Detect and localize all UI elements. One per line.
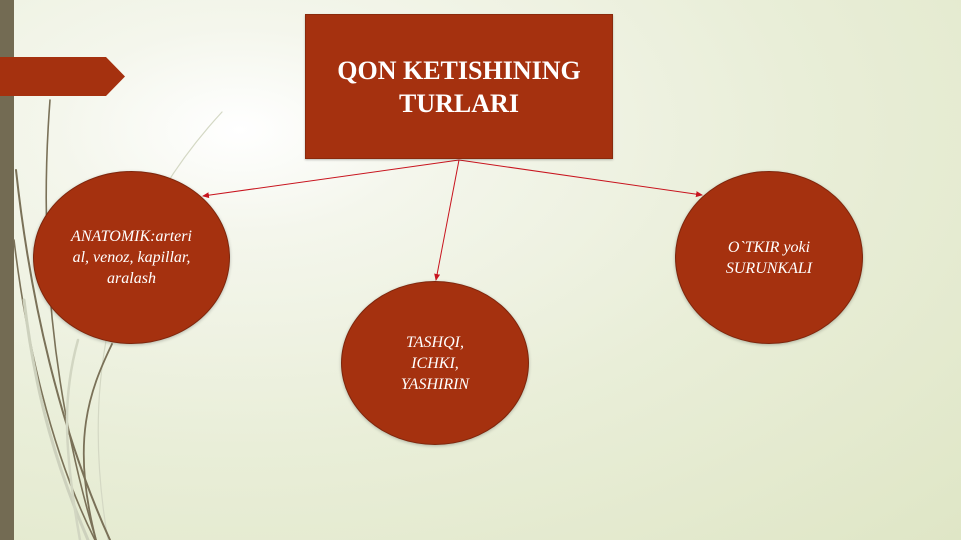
node-tashqi: TASHQI, ICHKI, YASHIRIN — [341, 281, 529, 445]
connector-to-anatomik — [202, 159, 460, 199]
node-anatomik: ANATOMIK:arterial, venoz, kapillar, aral… — [33, 171, 230, 344]
node-otkir-text: O`TKIR yoki SURUNKALI — [725, 238, 813, 277]
slide-title: QON KETISHINING TURLARI — [337, 55, 581, 118]
connector-to-tashqi — [434, 159, 460, 281]
section-tag-arrow — [0, 57, 125, 96]
connector-to-otkir — [458, 159, 703, 198]
node-otkir: O`TKIR yoki SURUNKALI — [675, 171, 863, 344]
node-tashqi-text: TASHQI, ICHKI, YASHIRIN — [400, 333, 470, 393]
node-anatomik-text: ANATOMIK:arterial, venoz, kapillar, aral… — [71, 228, 192, 287]
left-accent-bar — [0, 0, 14, 540]
title-box: QON KETISHINING TURLARI — [305, 14, 613, 159]
